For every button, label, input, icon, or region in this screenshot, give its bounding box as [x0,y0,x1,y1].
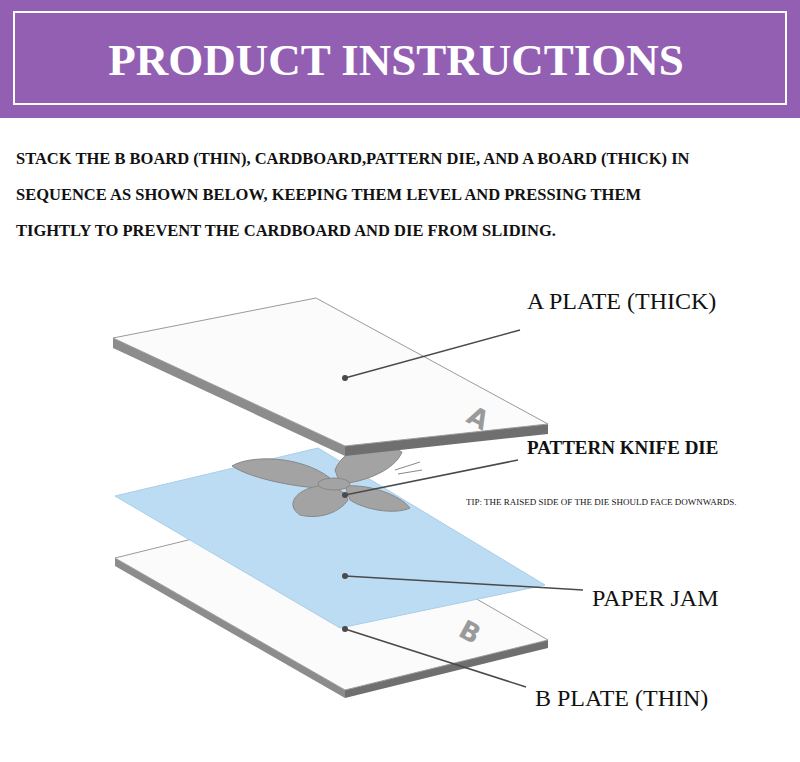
part-name: A PLATE (THICK) [527,287,716,315]
leader-lines [345,330,583,687]
instruction-text: STACK THE B BOARD (THIN), CARDBOARD,PATT… [16,141,706,249]
a-plate [113,298,548,446]
part-name: B PLATE (THIN) [535,684,708,712]
page-title: PRODUCT INSTRUCTIONS [0,30,796,90]
part-name: PATTERN KNIFE DIE [527,436,718,460]
tip-note: TIP: THE RAISED SIDE OF THE DIE SHOULD F… [466,491,796,513]
leader-dots [342,375,348,632]
paper-sheet [115,448,545,628]
part-name: PAPER JAM [592,584,719,612]
butterfly-die [232,446,422,517]
